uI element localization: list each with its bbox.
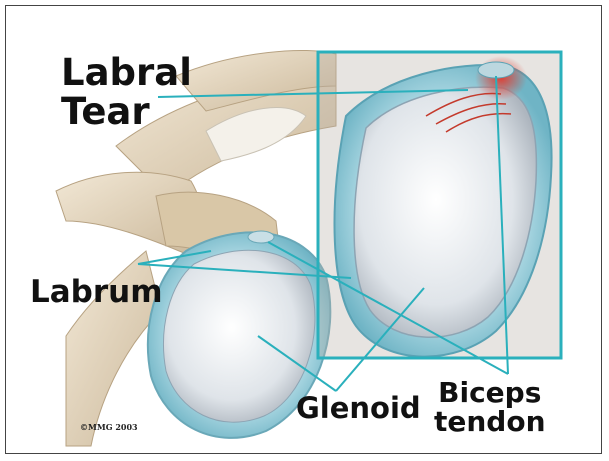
- small-biceps-anchor: [248, 231, 274, 243]
- large-biceps-anchor: [478, 62, 514, 78]
- labral-tear-label: Labral Tear: [61, 54, 192, 132]
- labral-tear-text: Labral Tear: [61, 54, 192, 132]
- copyright-notice: ©MMG 2003: [80, 422, 138, 432]
- labrum-label: Labrum: [30, 276, 163, 309]
- biceps-tendon-text: Biceps tendon: [434, 378, 546, 437]
- biceps-tendon-label: Biceps tendon: [434, 378, 546, 437]
- zoom-inset: [318, 52, 561, 358]
- glenoid-label: Glenoid: [296, 393, 421, 423]
- diagram-frame: Labral Tear Labrum Glenoid Biceps tendon…: [5, 5, 602, 454]
